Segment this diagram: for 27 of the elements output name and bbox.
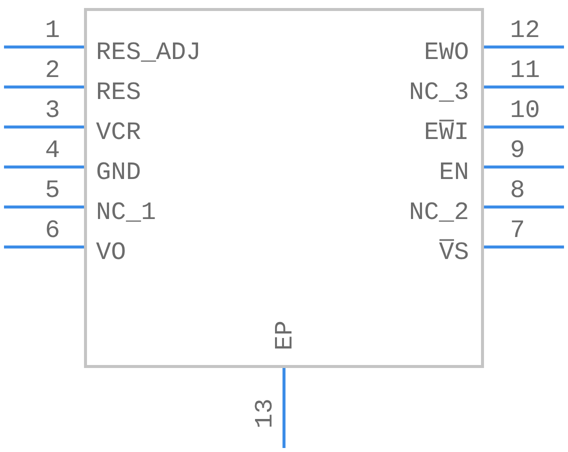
pin-name: RES bbox=[96, 80, 142, 105]
pin-number: 10 bbox=[510, 98, 540, 123]
pin-name: EN bbox=[439, 160, 470, 185]
pin-number: 5 bbox=[45, 178, 60, 203]
pin-number: 9 bbox=[510, 138, 526, 163]
pin-number: 6 bbox=[45, 218, 60, 243]
pin-number: 4 bbox=[45, 138, 60, 163]
pin-number: 8 bbox=[510, 178, 526, 203]
pin-name: GND bbox=[96, 160, 142, 185]
pin-name: NC_2 bbox=[409, 200, 470, 225]
pin-number: 13 bbox=[252, 398, 278, 428]
pin-name: EW̅I bbox=[424, 120, 470, 145]
pin-name: NC_1 bbox=[96, 200, 156, 225]
pin-name: VO bbox=[96, 240, 126, 265]
chip-body bbox=[84, 8, 484, 368]
pin-name: RES_ADJ bbox=[96, 40, 202, 65]
pin-name: EWO bbox=[424, 40, 470, 65]
pin-name: V̅S bbox=[439, 240, 470, 265]
pin-number: 7 bbox=[510, 218, 526, 243]
pin-number: 1 bbox=[45, 18, 60, 43]
pin-name: VCR bbox=[96, 120, 142, 145]
pin-number: 12 bbox=[510, 18, 540, 43]
pin-name: NC_3 bbox=[409, 80, 470, 105]
pin-name: EP bbox=[272, 320, 298, 350]
pin-number: 11 bbox=[510, 58, 540, 83]
pin-number: 2 bbox=[45, 58, 60, 83]
pin-number: 3 bbox=[45, 98, 60, 123]
